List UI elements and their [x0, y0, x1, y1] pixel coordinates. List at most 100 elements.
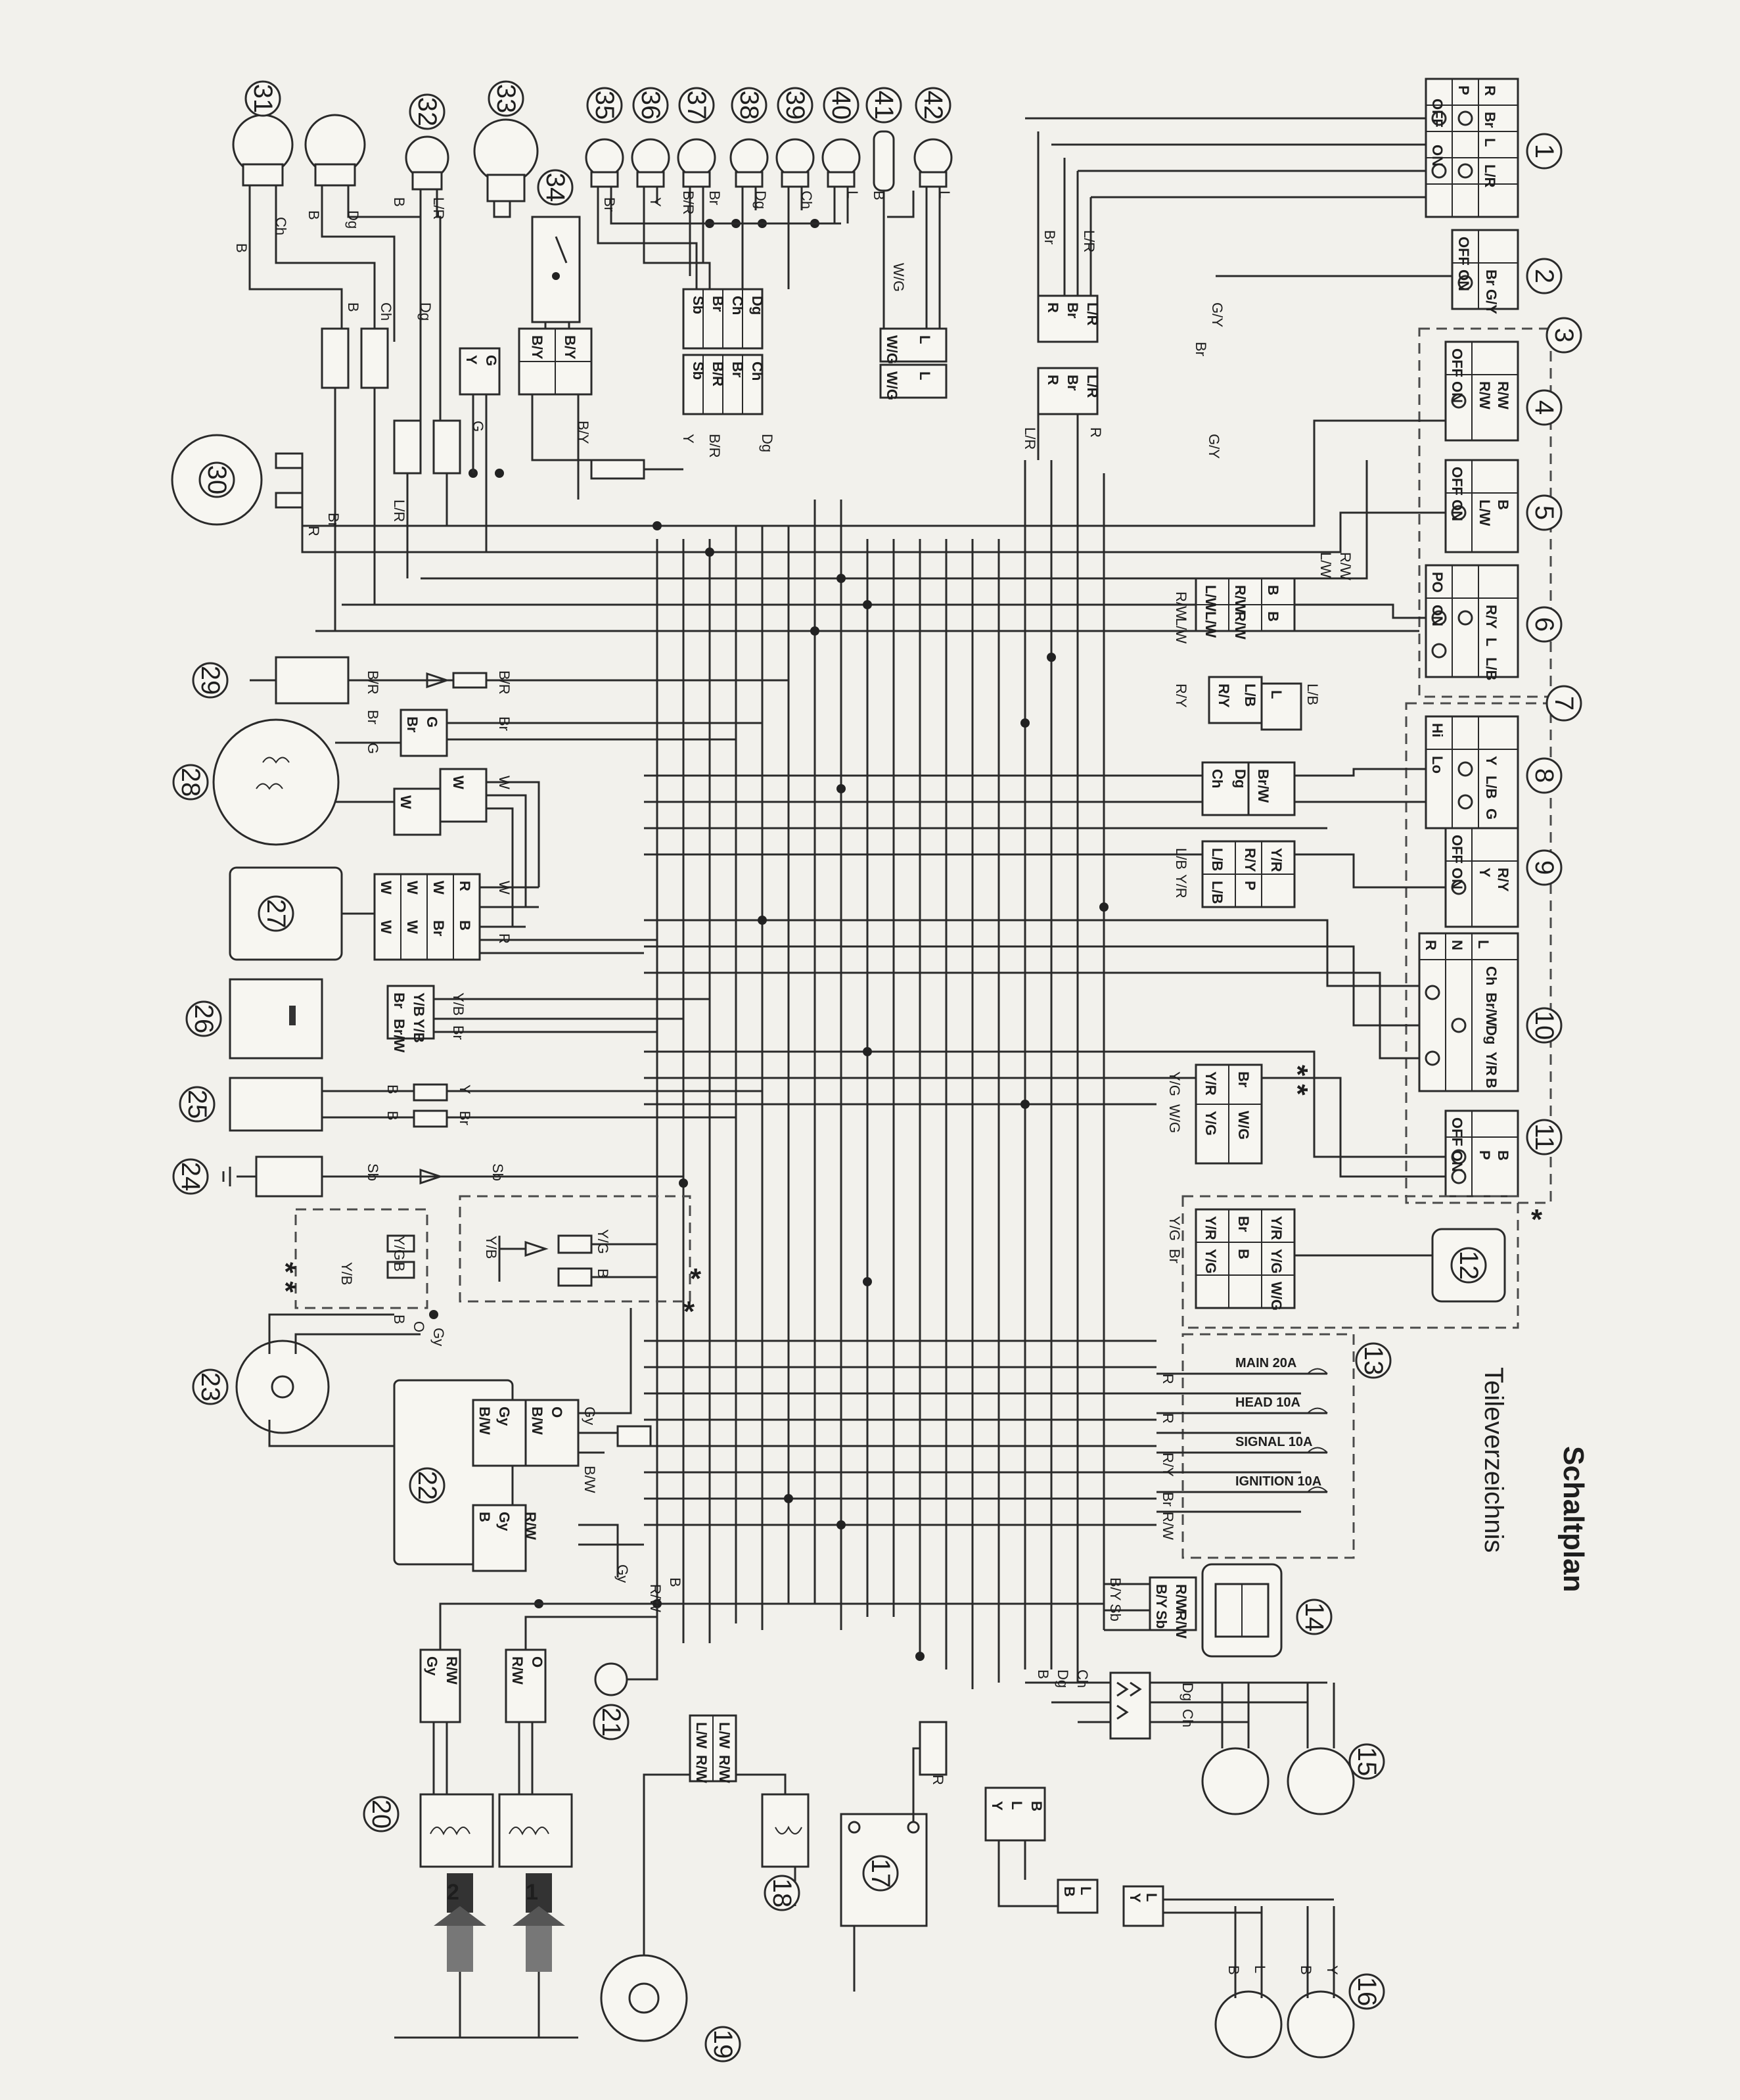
svg-text:Br: Br: [1193, 342, 1209, 356]
svg-text:Br: Br: [1160, 1492, 1176, 1506]
svg-text:L/B: L/B: [1209, 881, 1225, 904]
svg-text:Lo: Lo: [1429, 756, 1446, 774]
svg-text:B: B: [1035, 1669, 1051, 1679]
svg-text:Y/R: Y/R: [1268, 1216, 1285, 1240]
svg-text:20: 20: [367, 1800, 396, 1829]
switch-table-2: [1216, 229, 1519, 310]
svg-text:Br: Br: [365, 710, 381, 724]
svg-text:L: L: [1078, 1886, 1094, 1895]
relay-14: [1104, 1563, 1283, 1658]
svg-text:Y/B: Y/B: [450, 992, 467, 1015]
svg-text:14: 14: [1300, 1602, 1329, 1632]
svg-text:Ch: Ch: [798, 191, 815, 209]
svg-text:Y: Y: [989, 1801, 1005, 1811]
svg-text:Y/B: Y/B: [411, 1019, 427, 1043]
svg-text:Ch: Ch: [1074, 1669, 1091, 1688]
svg-text:R: R: [1088, 427, 1104, 438]
sensor-26: [229, 978, 710, 1060]
svg-text:Y: Y: [1477, 868, 1493, 877]
svg-text:G/Y: G/Y: [1206, 434, 1222, 459]
svg-text:27: 27: [262, 899, 290, 929]
svg-text:Y: Y: [457, 1085, 473, 1094]
svg-text:9: 9: [1530, 860, 1559, 875]
svg-text:Br/W: Br/W: [1255, 769, 1271, 803]
coil-2-label: 2: [447, 1880, 459, 1905]
switch-table-1: [1425, 78, 1519, 218]
rear-lamps-15: [1025, 1671, 1355, 1815]
svg-text:R/W: R/W: [1337, 552, 1354, 580]
svg-text:L: L: [1143, 1893, 1160, 1902]
svg-text:W/G: W/G: [884, 371, 900, 400]
svg-text:B: B: [1495, 500, 1511, 510]
svg-text:Br: Br: [391, 992, 407, 1009]
callout-40: 40: [823, 87, 859, 124]
generator-28: [212, 709, 762, 927]
svg-text:Sb: Sb: [1107, 1604, 1124, 1622]
svg-text:B: B: [1265, 611, 1281, 622]
connectors-center-right: [1195, 577, 1432, 1309]
svg-text:G: G: [483, 355, 499, 366]
svg-text:Br: Br: [710, 296, 726, 312]
svg-text:ON: ON: [1449, 868, 1465, 889]
svg-text:Br: Br: [450, 1025, 467, 1040]
svg-text:R/Y: R/Y: [1483, 605, 1500, 629]
svg-text:Dg: Dg: [345, 210, 361, 229]
svg-text:Sb: Sb: [1153, 1610, 1170, 1629]
svg-text:41: 41: [869, 91, 898, 120]
svg-text:R: R: [306, 526, 322, 536]
svg-text:Gy: Gy: [430, 1328, 447, 1346]
svg-text:Dg: Dg: [749, 296, 766, 315]
svg-text:W/G: W/G: [1166, 1104, 1183, 1133]
callout-2: 2: [1526, 258, 1563, 294]
page-subtitle: Teileverzeichnis: [1479, 1367, 1508, 1552]
svg-text:Y: Y: [463, 355, 480, 365]
svg-text:L/R: L/R: [1022, 427, 1038, 450]
svg-text:Br/W: Br/W: [1483, 992, 1500, 1027]
svg-text:11: 11: [1530, 1123, 1559, 1151]
svg-text:G/Y: G/Y: [1209, 302, 1225, 327]
svg-text:P: P: [1455, 85, 1472, 95]
callout-17: 17: [862, 1855, 899, 1892]
svg-text:L/W: L/W: [1202, 585, 1219, 612]
svg-text:R/Y: R/Y: [1160, 1453, 1176, 1477]
coil-1-label: 1: [526, 1880, 538, 1905]
callout-36: 36: [632, 87, 669, 124]
svg-text:B: B: [1235, 1249, 1252, 1259]
svg-text:W: W: [496, 881, 513, 895]
asterisk-lower: *: [683, 1295, 695, 1328]
svg-text:L/W: L/W: [1173, 618, 1189, 643]
callout-25: 25: [179, 1086, 216, 1123]
svg-text:B: B: [384, 1111, 401, 1121]
svg-text:Y/G: Y/G: [1268, 1249, 1285, 1274]
asterisk-double-2: * *: [269, 1262, 302, 1293]
svg-text:R/W: R/W: [716, 1755, 733, 1783]
svg-text:Y: Y: [1127, 1893, 1143, 1903]
svg-text:Br: Br: [496, 716, 513, 731]
svg-text:B/Y: B/Y: [1153, 1584, 1170, 1608]
svg-text:Gy: Gy: [424, 1656, 440, 1676]
callout-34: 34: [537, 169, 574, 206]
svg-text:ON: ON: [1429, 145, 1446, 166]
svg-text:L/B: L/B: [1173, 848, 1189, 870]
svg-text:R: R: [457, 881, 473, 891]
callout-37: 37: [678, 87, 715, 124]
svg-text:Y/R: Y/R: [1268, 848, 1285, 872]
svg-text:B: B: [1225, 1965, 1242, 1975]
turn-lamps-16: [984, 1786, 1355, 2059]
callout-13: 13: [1355, 1342, 1392, 1379]
switch-table-8: [1425, 715, 1519, 829]
svg-text:B: B: [1298, 1965, 1314, 1975]
svg-text:R/W: R/W: [1495, 381, 1511, 409]
svg-text:L/W: L/W: [1202, 611, 1219, 638]
svg-text:30: 30: [202, 465, 231, 495]
svg-text:Br: Br: [1235, 1071, 1252, 1088]
svg-text:L: L: [1475, 940, 1492, 948]
callout-30: 30: [198, 461, 235, 498]
starter-motor-19: [600, 1714, 737, 2042]
svg-text:R: R: [1423, 940, 1439, 950]
switch-34: [531, 216, 581, 368]
svg-text:26: 26: [189, 1004, 218, 1034]
svg-text:B/Y: B/Y: [529, 335, 545, 360]
indicator-lamps-35-42: [585, 130, 953, 342]
